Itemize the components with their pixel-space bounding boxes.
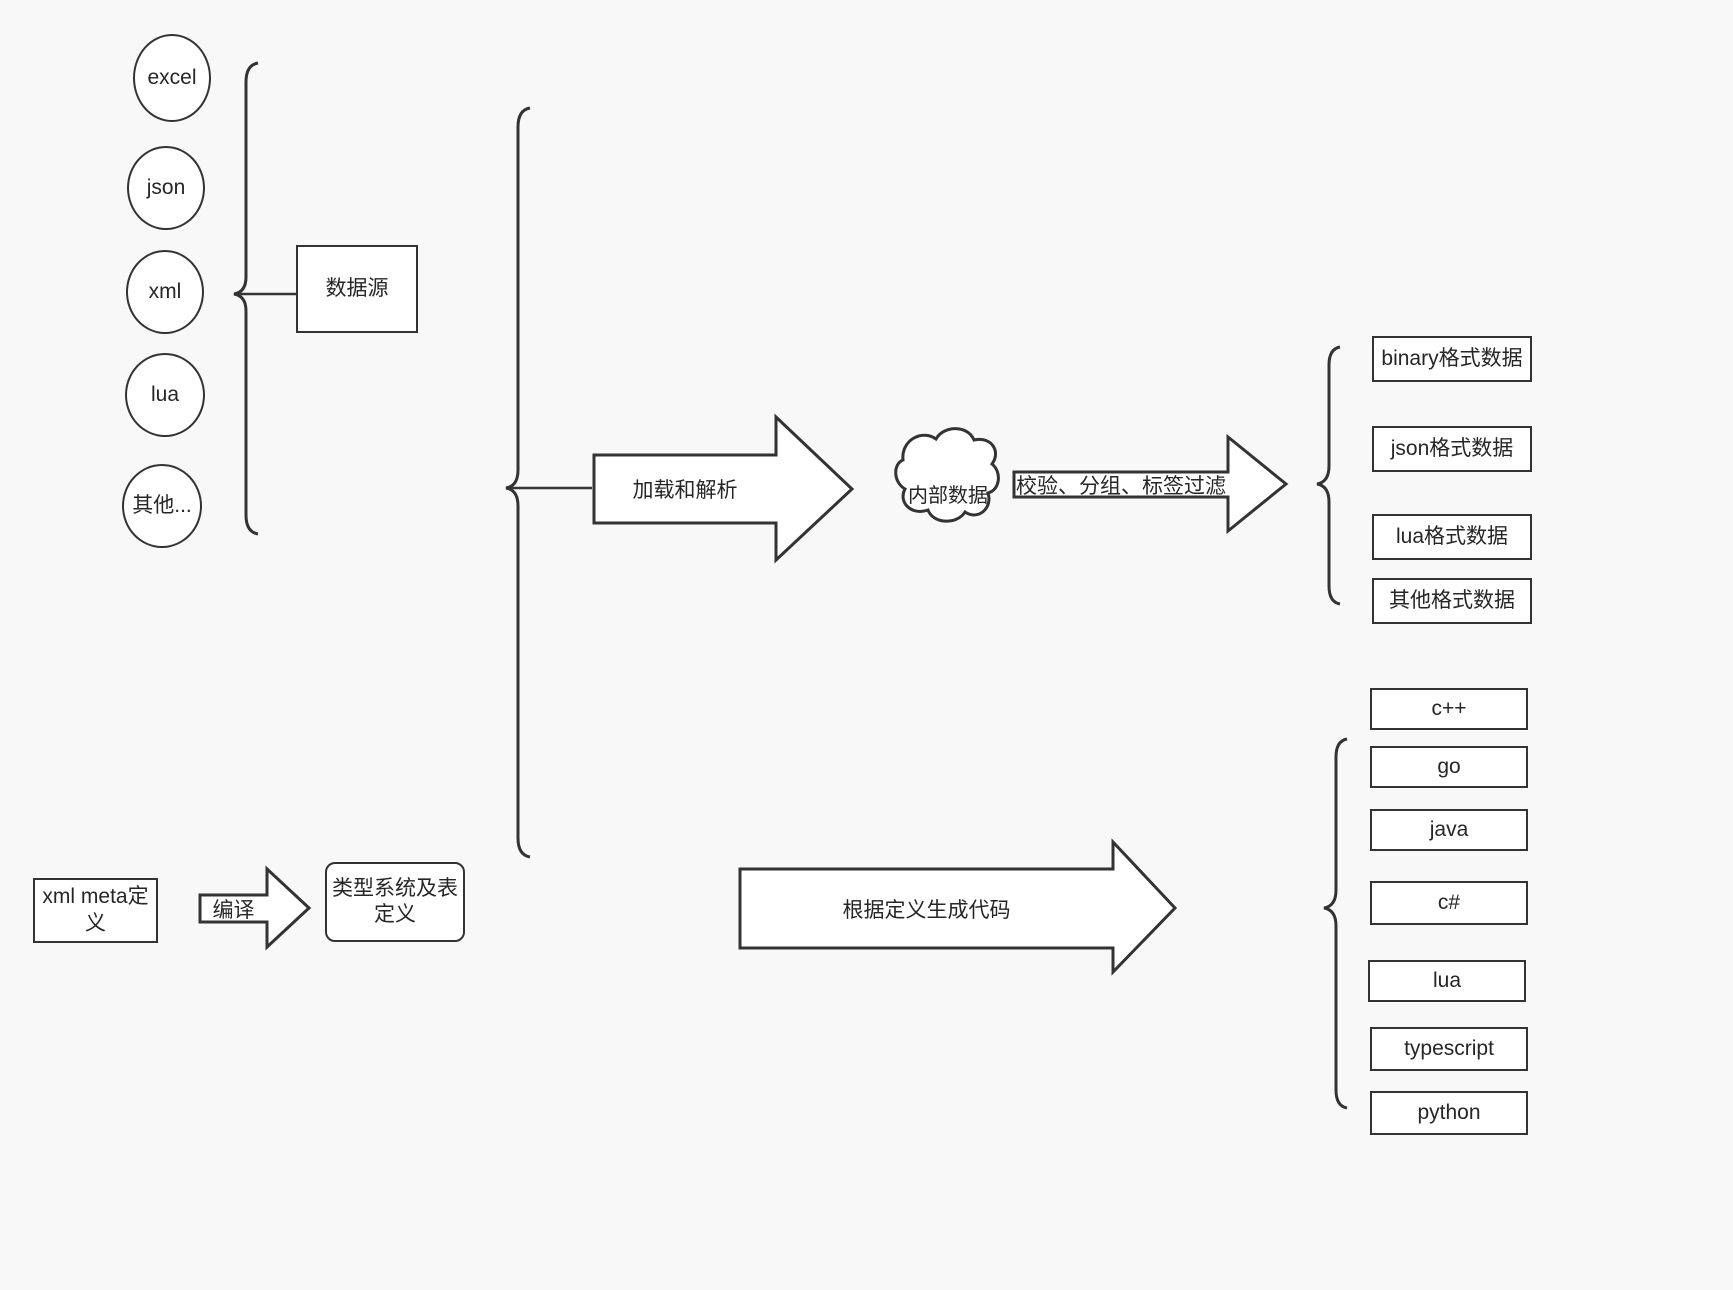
arrow-compile [198,865,312,951]
data-source-json[interactable]: json [127,146,205,230]
xml-meta-definition-box[interactable]: xml meta定义 [33,878,158,943]
data-source-excel-label: excel [147,65,197,89]
data-source-json-label: json [146,175,186,199]
output-format-lua-label: lua格式数据 [1395,524,1509,548]
output-format-json-label: json格式数据 [1390,436,1514,460]
data-source-xml[interactable]: xml [126,250,204,334]
arrow-generate-code-label-wrap: 根据定义生成代码 [740,869,1113,948]
arrow-validate-group-filter [1012,433,1289,535]
arrow-validate-group-filter-label: 校验、分组、标签过滤 [1016,474,1226,498]
output-format-binary[interactable]: binary格式数据 [1372,336,1532,382]
output-language-java[interactable]: java [1370,809,1528,851]
arrow-load-parse-label-wrap: 加载和解析 [594,455,776,523]
output-language-typescript[interactable]: typescript [1370,1027,1528,1071]
data-source-xml-label: xml [148,279,182,303]
data-source-excel[interactable]: excel [133,34,211,122]
data-source-group-label: 数据源 [325,276,389,300]
output-language-lua-label: lua [1432,968,1462,992]
brace-inputs [505,106,531,859]
arrow-compile-label: 编译 [212,898,255,922]
brace-output-languages [1323,737,1348,1110]
brace-output-formats [1316,345,1341,606]
output-language-typescript-label: typescript [1404,1036,1494,1060]
data-source-other-label: 其他... [132,493,192,517]
arrow-load-parse-label: 加载和解析 [632,479,738,502]
data-source-lua-label: lua [150,382,180,406]
type-system-label: 类型系统及表定义 [332,876,458,926]
arrow-compile-label-wrap: 编译 [200,895,267,922]
output-language-cpp-label: c++ [1431,696,1467,720]
data-source-group-box[interactable]: 数据源 [296,245,418,333]
data-source-other[interactable]: 其他... [122,464,202,548]
output-language-python[interactable]: python [1370,1091,1528,1135]
data-source-lua[interactable]: lua [125,353,205,437]
type-system-box[interactable]: 类型系统及表定义 [325,862,465,942]
brace-data-sources [233,61,259,536]
output-language-go-label: go [1437,754,1461,778]
output-language-python-label: python [1417,1100,1481,1124]
arrow-generate-code-label: 根据定义生成代码 [842,898,1011,922]
output-format-binary-label: binary格式数据 [1381,346,1523,370]
output-format-lua[interactable]: lua格式数据 [1372,514,1532,560]
arrow-validate-group-filter-label-wrap: 校验、分组、标签过滤 [1014,472,1228,498]
cloud-internal-data-label: 内部数据 [908,484,988,507]
cloud-internal-data [894,427,1000,523]
xml-meta-definition-label: xml meta定义 [42,885,149,935]
arrow-load-parse [592,413,855,564]
arrow-generate-code [738,838,1178,976]
output-language-java-label: java [1429,817,1469,841]
output-format-other[interactable]: 其他格式数据 [1372,578,1532,624]
output-format-json[interactable]: json格式数据 [1372,426,1532,472]
output-language-cpp[interactable]: c++ [1370,688,1528,730]
output-language-lua[interactable]: lua [1368,960,1526,1002]
output-format-other-label: 其他格式数据 [1389,588,1515,612]
output-language-csharp[interactable]: c# [1370,881,1528,925]
output-language-go[interactable]: go [1370,746,1528,788]
cloud-internal-data-label-wrap: 内部数据 [893,458,1003,528]
output-language-csharp-label: c# [1437,890,1461,914]
